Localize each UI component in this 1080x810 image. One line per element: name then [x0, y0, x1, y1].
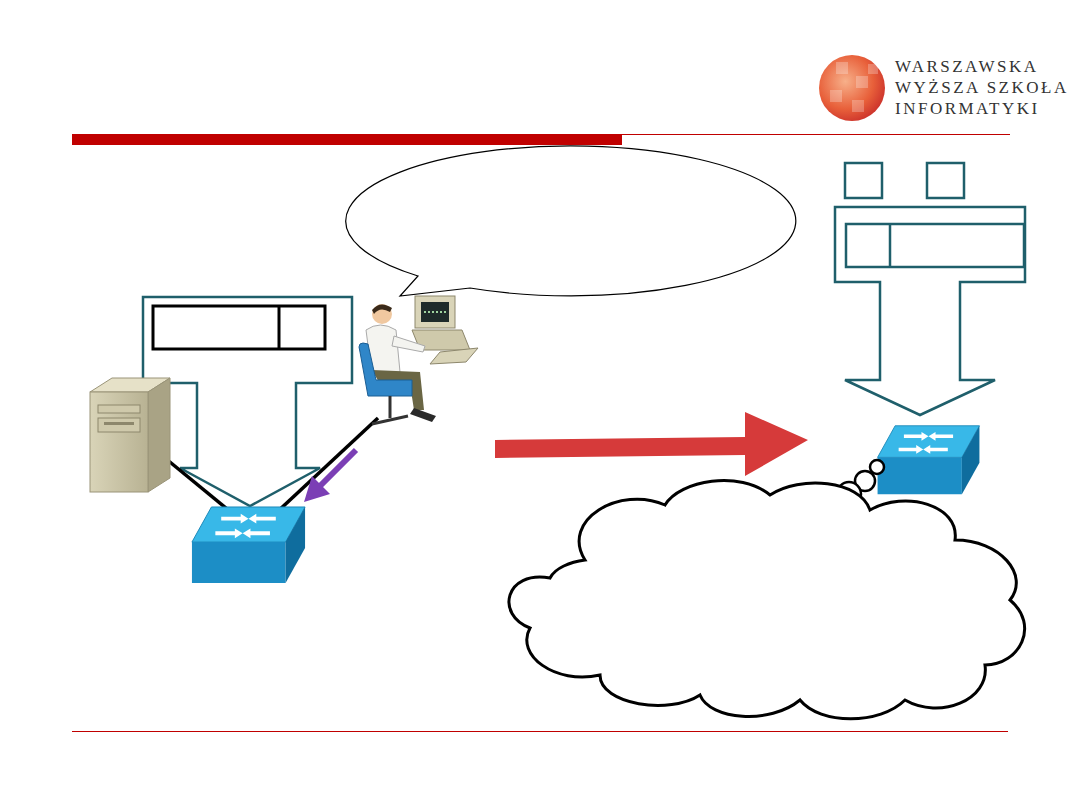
frame-box — [846, 224, 1024, 267]
frame-square — [927, 163, 964, 198]
frame-square — [845, 163, 882, 198]
thought-cloud — [509, 481, 1025, 719]
logo-mark — [819, 55, 885, 121]
cable — [165, 458, 232, 513]
header-bar — [72, 134, 622, 145]
logo-line: WARSZAWSKA — [895, 56, 1069, 77]
speech-bubble — [346, 146, 796, 296]
signal-arrow — [304, 450, 356, 502]
cable — [276, 418, 378, 513]
frame-arrow — [835, 207, 1025, 415]
logo-line: INFORMATYKI — [895, 98, 1069, 119]
thought-dot — [870, 460, 884, 474]
switch-icon — [878, 426, 980, 494]
flow-arrow — [495, 412, 808, 476]
logo-text: WARSZAWSKAWYŻSZA SZKOŁAINFORMATYKI — [895, 56, 1069, 119]
logo-line: WYŻSZA SZKOŁA — [895, 77, 1069, 98]
server-icon — [90, 378, 170, 492]
user-icon — [359, 296, 478, 424]
header-rule — [622, 134, 1010, 135]
switch-icon — [192, 507, 305, 583]
frame-arrow — [143, 297, 352, 506]
footer-rule — [72, 731, 1008, 732]
frame-box — [153, 306, 325, 349]
